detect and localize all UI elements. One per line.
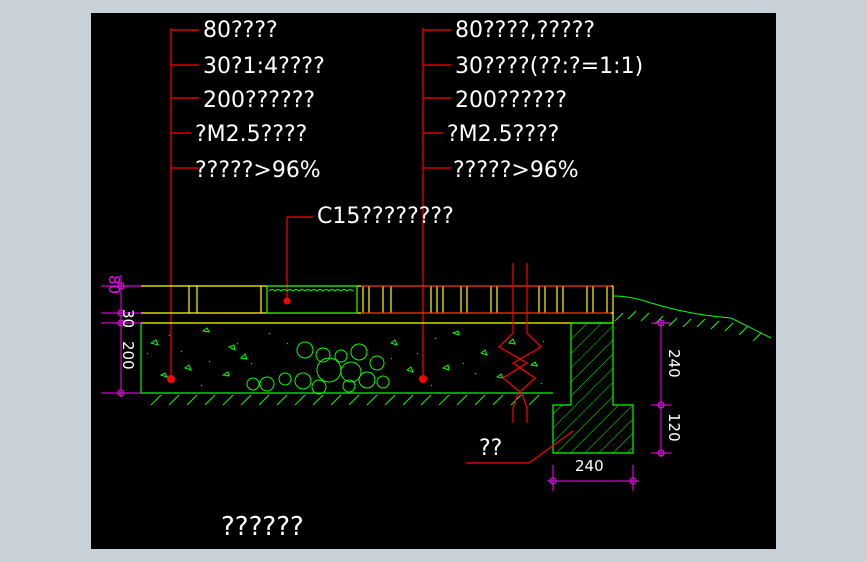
right-layer-4: ?M2.5???? <box>447 122 559 147</box>
bottom-dimension-ticks <box>549 477 637 485</box>
dim-240-horizontal: 240 <box>575 457 604 475</box>
left-callout-leader <box>170 28 199 381</box>
left-layer-5: ?????>96% <box>195 158 321 183</box>
paving-layer <box>141 285 614 324</box>
curb-callout-leader <box>466 430 574 464</box>
left-layer-3: 200?????? <box>203 88 315 113</box>
right-leader-dot <box>419 375 427 383</box>
left-dimension-ticks <box>117 282 125 397</box>
curb <box>552 322 634 454</box>
left-dimension-line <box>101 275 141 397</box>
left-leader-dot <box>167 375 175 383</box>
soil-slope <box>612 295 772 342</box>
dim-240-vertical: 240 <box>665 349 683 378</box>
left-layer-2: 30?1:4???? <box>203 54 325 79</box>
c15-callout-leader <box>286 216 313 301</box>
c15-panel <box>266 285 358 314</box>
right-callout-leader <box>422 28 451 381</box>
left-layer-1: 80???? <box>203 18 278 43</box>
right-dimension-line <box>651 319 671 457</box>
right-dimension-ticks <box>657 319 665 457</box>
dim-120-vertical: 120 <box>665 413 683 442</box>
left-layer-4: ?M2.5???? <box>195 122 307 147</box>
aggregate-texture <box>146 327 545 395</box>
curb-label: ?? <box>479 436 502 461</box>
pavement-section-drawing: 80???? 30?1:4???? 200?????? ?M2.5???? ??… <box>101 18 772 542</box>
ground-hatch <box>150 394 540 406</box>
right-layer-2: 30????(??:?=1:1) <box>455 54 643 79</box>
paving-joint-lines <box>361 285 611 314</box>
break-line <box>498 263 542 423</box>
right-layer-3: 200?????? <box>455 88 567 113</box>
cad-drawing-canvas: 80???? 30?1:4???? 200?????? ?M2.5???? ??… <box>91 13 776 549</box>
right-layer-5: ?????>96% <box>453 158 579 183</box>
c15-leader-dot <box>283 297 291 305</box>
c15-label: C15???????? <box>317 204 454 229</box>
dim-80: 80 <box>105 275 123 294</box>
dim-200: 200 <box>119 341 137 370</box>
drawing-title: ?????? <box>221 512 304 542</box>
right-layer-1: 80????,????? <box>455 18 595 43</box>
base-layer <box>140 323 553 394</box>
dim-30: 30 <box>119 309 137 328</box>
